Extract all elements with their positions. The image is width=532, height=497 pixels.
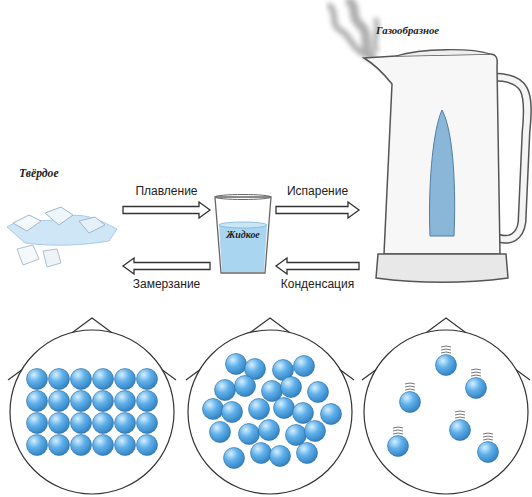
- ice-pile: [7, 207, 117, 267]
- molecule: [93, 391, 114, 412]
- water-window: [430, 110, 455, 236]
- state-name: Твёрдое: [19, 167, 120, 180]
- model-circle: [10, 330, 174, 494]
- molecule: [388, 436, 409, 457]
- molecule: [27, 435, 48, 456]
- molecule: [297, 443, 318, 464]
- state-picture: [362, 22, 527, 287]
- molecule: [137, 435, 158, 456]
- particle-models: [8, 318, 530, 494]
- steam: [330, 2, 377, 58]
- molecule: [93, 435, 114, 456]
- transition-arrow: [276, 258, 359, 274]
- model-circle: [188, 330, 352, 494]
- state-name: Жидкое: [213, 229, 273, 240]
- molecule: [294, 356, 315, 377]
- molecule: [222, 402, 243, 423]
- kettle: [364, 50, 527, 283]
- molecule: [71, 413, 92, 434]
- molecule: [93, 413, 114, 434]
- molecule: [436, 355, 457, 376]
- water-surface: [219, 222, 267, 228]
- molecule: [215, 380, 236, 401]
- ice-cube: [79, 217, 105, 233]
- liquid-state: Жидкое: [213, 195, 273, 275]
- motion-mark: [471, 369, 481, 376]
- molecule: [93, 369, 114, 390]
- molecule: [293, 403, 314, 424]
- molecule: [137, 391, 158, 412]
- molecule: [27, 413, 48, 434]
- motion-mark: [393, 427, 403, 434]
- glass-rim: [215, 195, 271, 200]
- solid-state: Твёрдое: [5, 165, 120, 275]
- molecule: [226, 354, 247, 375]
- motion-mark: [455, 411, 465, 418]
- kettle-body: [364, 54, 500, 254]
- molecule: [466, 378, 487, 399]
- molecule: [115, 369, 136, 390]
- molecule: [71, 435, 92, 456]
- molecule: [137, 369, 158, 390]
- molecule: [224, 448, 245, 469]
- molecule: [71, 369, 92, 390]
- transition-label: Испарение: [285, 184, 350, 198]
- molecule: [321, 404, 342, 425]
- gas-state: Газообразное: [362, 22, 527, 287]
- ice-cube: [45, 207, 73, 225]
- molecule: [210, 422, 231, 443]
- state-name: Газообразное: [376, 24, 527, 36]
- molecule: [137, 413, 158, 434]
- motion-mark: [441, 346, 451, 353]
- molecule: [27, 391, 48, 412]
- molecule: [308, 382, 329, 403]
- molecule: [286, 425, 307, 446]
- transition-arrow: [123, 258, 210, 274]
- molecule: [235, 376, 256, 397]
- molecule: [49, 435, 70, 456]
- molecule: [251, 443, 272, 464]
- motion-mark: [483, 433, 493, 440]
- molecule: [249, 399, 270, 420]
- molecule: [259, 420, 280, 441]
- transition-arrow: [123, 202, 210, 218]
- kettle-base: [376, 254, 508, 283]
- ice-cube: [17, 245, 39, 265]
- molecule: [71, 391, 92, 412]
- molecule: [274, 398, 295, 419]
- molecule: [115, 413, 136, 434]
- ice-cube: [13, 215, 41, 231]
- molecule: [203, 399, 224, 420]
- molecule: [115, 391, 136, 412]
- molecule: [400, 392, 421, 413]
- molecule: [115, 435, 136, 456]
- motion-mark: [405, 383, 415, 390]
- molecule: [305, 421, 326, 442]
- molecule: [270, 446, 291, 467]
- molecule: [27, 369, 48, 390]
- kettle-lid: [396, 50, 490, 56]
- molecule: [478, 442, 499, 463]
- molecule: [239, 424, 260, 445]
- molecule: [49, 369, 70, 390]
- model-circle: [364, 330, 528, 494]
- transition-label: Замерзание: [131, 277, 203, 291]
- molecule: [49, 413, 70, 434]
- transition-arrow: [276, 202, 359, 218]
- ice-cube: [43, 249, 61, 267]
- molecule: [49, 391, 70, 412]
- transition-label: Конденсация: [279, 277, 356, 291]
- molecule: [450, 420, 471, 441]
- molecule: [281, 377, 302, 398]
- state-picture: [5, 165, 120, 275]
- steam-plume: [330, 6, 366, 55]
- transition-label: Плавление: [133, 184, 199, 198]
